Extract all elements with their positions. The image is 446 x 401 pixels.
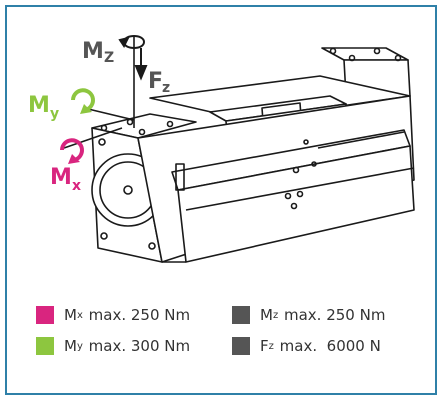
legend-subscript: z: [272, 309, 279, 321]
x-axis-line: [63, 127, 123, 149]
legend-text: max. 250 Nm: [283, 306, 386, 324]
my-label: M: [28, 93, 50, 118]
mx-label-sub: x: [72, 178, 81, 194]
legend-text: max. 300 Nm: [88, 337, 191, 355]
legend-subscript: x: [76, 309, 83, 321]
legend-symbol: M: [64, 337, 77, 355]
legend-swatch-fz: [232, 337, 250, 355]
legend-symbol: M: [64, 306, 77, 324]
legend-swatch-my: [36, 337, 54, 355]
y-axis-line: [83, 107, 135, 121]
legend-swatch-mx: [36, 306, 54, 324]
fz-label-sub: z: [162, 80, 170, 96]
legend-subscript: y: [76, 340, 83, 352]
mz-label: M: [82, 39, 104, 64]
my-rotation-icon: [71, 88, 95, 112]
legend-text: max. 250 Nm: [88, 306, 191, 324]
my-label-sub: y: [50, 106, 59, 122]
gripper-drawing: M Z F z M y M x: [28, 35, 415, 263]
fz-label: F: [148, 69, 163, 94]
legend-swatch-mz: [232, 306, 250, 324]
mz-label-sub: Z: [104, 50, 114, 66]
legend-symbol: M: [260, 306, 273, 324]
mx-rotation-icon: [60, 138, 84, 162]
legend-subscript: z: [268, 340, 274, 352]
legend-symbol: F: [260, 337, 269, 355]
mx-label: M: [50, 165, 72, 190]
legend-text: max. 6000 N: [279, 337, 381, 355]
